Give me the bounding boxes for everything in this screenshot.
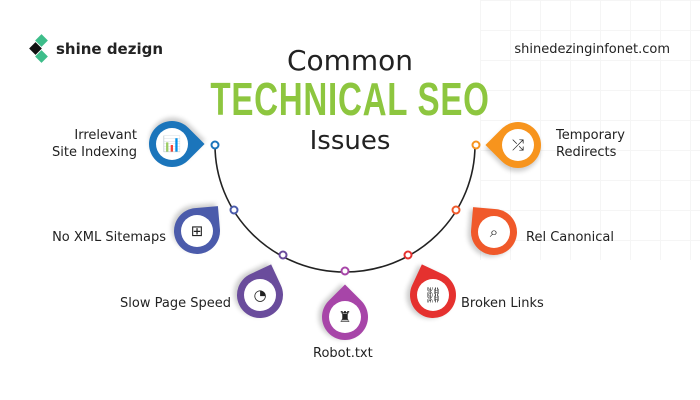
arc-dot xyxy=(340,266,350,276)
speedometer-icon: ◔ xyxy=(244,279,276,311)
shuffle-icon: ⤮ xyxy=(502,129,534,161)
label-no-xml-sitemaps: No XML Sitemaps xyxy=(52,230,166,245)
pin-robot-txt: ♜ xyxy=(312,284,378,350)
label-robot-txt: Robot.txt xyxy=(313,346,373,361)
canonical-search-icon: ⌕ xyxy=(478,216,510,248)
brand-name: shine dezign xyxy=(56,40,164,58)
arc-dot xyxy=(451,205,461,215)
pin-irrelevant-site-indexing: 📊 xyxy=(139,111,205,177)
brand-logo: shine dezign xyxy=(29,34,164,63)
pin-slow-page-speed: ◔ xyxy=(229,264,291,326)
title-line-1: Common xyxy=(286,44,414,77)
pin-broken-links: ⛓ xyxy=(402,264,464,326)
arc-dot xyxy=(278,250,288,260)
broken-link-icon: ⛓ xyxy=(417,279,449,311)
arc-dot xyxy=(471,140,481,150)
analytics-icon: 📊 xyxy=(156,128,188,160)
pin-rel-canonical: ⌕ xyxy=(469,207,519,257)
sitemap-icon: ⊞ xyxy=(181,215,213,247)
pin-no-xml-sitemaps: ⊞ xyxy=(172,206,222,256)
arc-dot xyxy=(403,250,413,260)
label-slow-page-speed: Slow Page Speed xyxy=(120,296,231,311)
arc-dot xyxy=(229,205,239,215)
label-rel-canonical: Rel Canonical xyxy=(526,230,615,245)
label-broken-links: Broken Links xyxy=(461,296,544,311)
pin-temporary-redirects: ⤮ xyxy=(485,112,551,178)
title-line-2: TECHNICAL SEO xyxy=(210,73,490,125)
website-url: shinedezinginfonet.com xyxy=(514,42,670,57)
title-line-3: Issues xyxy=(309,126,391,156)
arc-dot xyxy=(210,140,220,150)
robot-icon: ♜ xyxy=(329,301,361,333)
